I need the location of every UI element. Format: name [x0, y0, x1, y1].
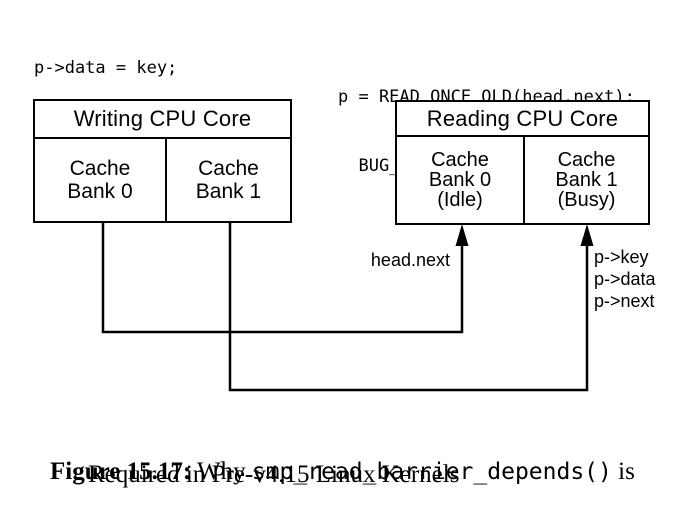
figure-caption-line-1: Figure 15.17: Why smp_read_barrier_depen… [25, 424, 635, 519]
p-data-label: p->data [594, 269, 656, 289]
bank-label-line: Bank 1 [195, 180, 262, 203]
reading-cache-bank-1: Cache Bank 1 (Busy) [523, 137, 648, 223]
reading-cpu-box: Reading CPU Core Cache Bank 0 (Idle) Cac… [395, 100, 650, 225]
reading-cache-bank-0: Cache Bank 0 (Idle) [397, 137, 523, 223]
code-line: p->data = key; [34, 58, 178, 78]
bank-label-line: Cache [431, 149, 489, 171]
writing-cpu-banks: Cache Bank 0 Cache Bank 1 [35, 139, 290, 221]
writing-cpu-box: Writing CPU Core Cache Bank 0 Cache Bank… [33, 99, 292, 223]
bank-label-line: Bank 0 [428, 169, 492, 191]
caption-text: is [611, 458, 635, 485]
writing-cache-bank-1: Cache Bank 1 [165, 139, 290, 221]
bank-label-line: Bank 1 [555, 169, 618, 191]
figure-number-label: Figure 15.17: [50, 458, 192, 485]
bank-label-line: (Idle) [437, 189, 483, 211]
bank-label-line: (Busy) [557, 189, 616, 211]
p-next-label: p->next [594, 291, 655, 311]
arrowhead-up-icon [455, 224, 469, 246]
figure-caption-line-2: Required in Pre-v4.15 Linux Kernels [88, 461, 460, 488]
caption-code-text: smp_read_barrier_depends() [251, 459, 612, 485]
reading-cpu-title: Reading CPU Core [397, 102, 648, 137]
writing-cpu-title: Writing CPU Core [35, 101, 290, 139]
wire-bank1-path [228, 221, 589, 392]
bank-label-line: Bank 0 [67, 180, 133, 203]
writing-cache-bank-0: Cache Bank 0 [35, 139, 165, 221]
bank-label-line: Cache [198, 157, 259, 180]
bank-label-line: Cache [69, 157, 131, 180]
p-key-label: p->key [594, 247, 649, 267]
bank-label-line: Cache [557, 149, 616, 171]
head-next-wire-label: head.next [370, 250, 450, 270]
p-fields-wire-label: p->key p->data p->next [594, 246, 656, 312]
reading-cpu-banks: Cache Bank 0 (Idle) Cache Bank 1 (Busy) [397, 137, 648, 223]
arrowhead-up-icon [580, 224, 594, 246]
caption-text: Why [191, 458, 252, 485]
